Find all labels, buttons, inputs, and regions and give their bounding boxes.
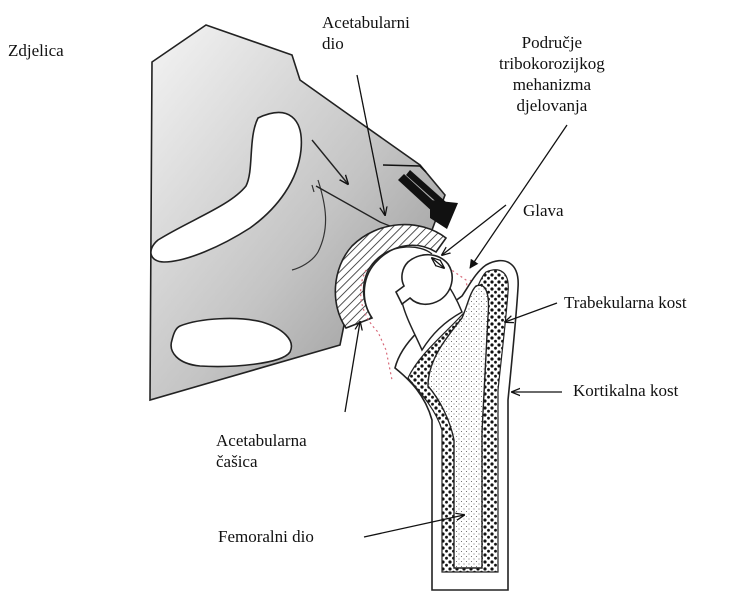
label-tribocorrosion-area: Područje tribokorozijkog mehanizma djelo…	[499, 32, 605, 116]
label-trabecular-bone: Trabekularna kost	[564, 292, 687, 313]
label-acetabular-cup: Acetabularna čašica	[216, 430, 307, 472]
label-pelvis: Zdjelica	[8, 40, 64, 61]
label-head: Glava	[523, 200, 564, 221]
femur-bone	[395, 261, 518, 590]
label-acetabular-part: Acetabularni dio	[322, 12, 410, 54]
pelvis-lower-opening	[171, 319, 291, 367]
femoral-head	[396, 255, 452, 305]
label-femoral-part: Femoralni dio	[218, 526, 314, 547]
label-cortical-bone: Kortikalna kost	[573, 380, 678, 401]
pelvis-bone	[150, 25, 445, 400]
